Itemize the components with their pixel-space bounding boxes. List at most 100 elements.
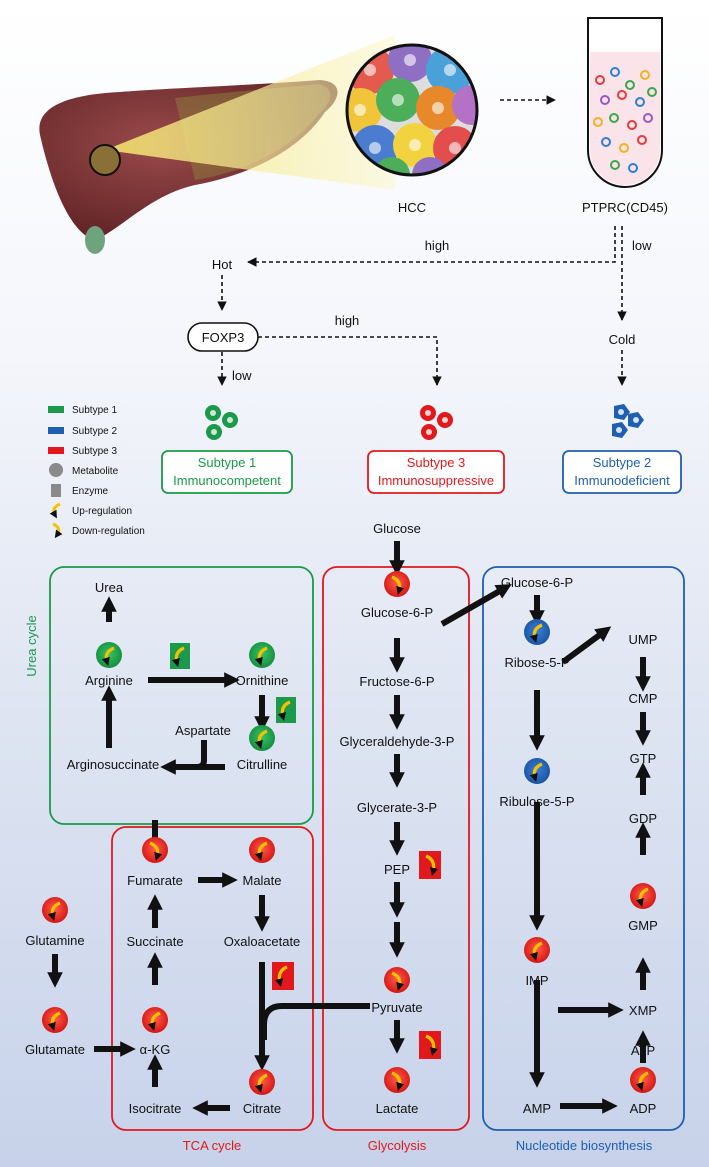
hcc-label: HCC [398, 200, 426, 215]
legend-metabolite: Metabolite [72, 466, 119, 477]
subtype1-name: Subtype 1 [198, 455, 257, 470]
glutamine-metabolite [42, 897, 68, 923]
citrulline-metabolite [249, 725, 275, 751]
metabolite-labels: Urea Arginine Ornithine Aspartate Citrul… [25, 521, 658, 1116]
label-fructose-6-p: Fructose-6-P [359, 674, 434, 689]
zoom-beam [105, 35, 395, 190]
label-lactate: Lactate [376, 1101, 419, 1116]
citrate-metabolite [249, 1069, 275, 1095]
label-gmp: GMP [628, 918, 658, 933]
urea-cycle-label: Urea cycle [24, 615, 39, 676]
label-succinate: Succinate [126, 934, 183, 949]
glycolysis-label: Glycolysis [368, 1138, 427, 1153]
label-ribulose-5-p: Ribulose-5-P [499, 794, 574, 809]
glycolysis-enzyme-2 [419, 1031, 441, 1059]
subtype2-box [562, 450, 682, 494]
high-label-2: high [335, 313, 360, 328]
label-arginosuccinate: Arginosuccinate [67, 757, 160, 772]
foxp3-box [187, 322, 259, 352]
label-gtp: GTP [630, 751, 657, 766]
subtype1-cells-icon [205, 405, 238, 440]
label-ump: UMP [629, 632, 658, 647]
label-akg: α-KG [140, 1042, 171, 1057]
ribulose5p-metabolite [524, 758, 550, 784]
label-aspartate: Aspartate [175, 723, 231, 738]
ptprc-branch-arrows [217, 226, 627, 386]
legend-subtype1: Subtype 1 [72, 405, 117, 416]
label-citrulline: Citrulline [237, 757, 288, 772]
test-tube [587, 17, 663, 188]
legend-up: Up-regulation [72, 506, 132, 517]
legend-up-icon [49, 502, 61, 519]
ptprc-label: PTPRC(CD45) [582, 200, 668, 215]
legend-subtype2-swatch [48, 427, 64, 434]
label-fumarate: Fumarate [127, 873, 183, 888]
subtype1-box [161, 450, 293, 494]
legend: Subtype 1 Subtype 2 Subtype 3 Metabolite… [48, 405, 145, 539]
label-citrate: Citrate [243, 1101, 281, 1116]
legend-down: Down-regulation [72, 526, 145, 537]
label-glutamate: Glutamate [25, 1042, 85, 1057]
label-glucose: Glucose [373, 521, 421, 536]
label-pyruvate: Pyruvate [371, 1000, 422, 1015]
legend-subtype3: Subtype 3 [72, 446, 117, 457]
cold-label: Cold [609, 332, 636, 347]
subtype3-cells-icon [420, 405, 453, 440]
label-oxaloacetate: Oxaloacetate [224, 934, 301, 949]
label-glucose-6-p: Glucose-6-P [361, 605, 433, 620]
label-cmp: CMP [629, 691, 658, 706]
label-nuc-glucose-6-p: Glucose-6-P [501, 575, 573, 590]
tca-cycle-label: TCA cycle [183, 1138, 242, 1153]
label-atp: ATP [631, 1043, 655, 1058]
malate-metabolite [249, 837, 275, 863]
foxp3-label: FOXP3 [202, 330, 245, 345]
subtype2-desc: Immunodeficient [574, 473, 670, 488]
subtype3-desc: Immunosuppressive [378, 473, 494, 488]
urea-enzyme-1 [170, 643, 190, 669]
glycolysis-enzyme-1 [419, 851, 441, 879]
label-gdp: GDP [629, 811, 657, 826]
label-ornithine: Ornithine [236, 673, 289, 688]
urea-cycle-box [49, 566, 314, 825]
fumarate-metabolite [142, 837, 168, 863]
akg-metabolite [142, 1007, 168, 1033]
subtype3-name: Subtype 3 [407, 455, 466, 470]
label-glyceraldehyde-3-p: Glyceraldehyde-3-P [340, 734, 455, 749]
label-glutamine: Glutamine [25, 933, 84, 948]
pathway-arrows [47, 541, 651, 1116]
label-adp: ADP [630, 1101, 657, 1116]
legend-metabolite-swatch [49, 463, 63, 477]
legend-subtype1-swatch [48, 406, 64, 413]
liver-zoom-spot [89, 144, 121, 176]
subtype2-name: Subtype 2 [593, 455, 652, 470]
subtype2-cells-icon [612, 404, 644, 438]
label-glycerate-3-p: Glycerate-3-P [357, 800, 437, 815]
arginine-metabolite [96, 642, 122, 668]
legend-down-icon [52, 522, 63, 539]
low-label-1: low [632, 238, 652, 253]
tca-cycle-box [111, 826, 314, 1131]
subtype3-box [367, 450, 505, 494]
urea-enzyme-2 [276, 697, 296, 723]
label-imp: IMP [525, 973, 548, 988]
label-urea: Urea [95, 580, 124, 595]
adp-metabolite [630, 1067, 656, 1093]
tca-enzyme [272, 962, 294, 990]
legend-enzyme: Enzyme [72, 486, 109, 497]
low-label-2: low [232, 368, 252, 383]
ribose5p-metabolite [524, 619, 550, 645]
high-label-1: high [425, 238, 450, 253]
g6p-metabolite [384, 571, 410, 597]
label-ribose-5-p: Ribose-5-P [504, 655, 569, 670]
legend-enzyme-swatch [51, 484, 61, 497]
hot-label: Hot [212, 257, 233, 272]
nucleotide-box [482, 566, 685, 1131]
label-isocitrate: Isocitrate [129, 1101, 182, 1116]
label-arginine: Arginine [85, 673, 133, 688]
pyruvate-metabolite [384, 967, 410, 993]
legend-subtype3-swatch [48, 447, 64, 454]
gmp-metabolite [630, 883, 656, 909]
label-malate: Malate [242, 873, 281, 888]
